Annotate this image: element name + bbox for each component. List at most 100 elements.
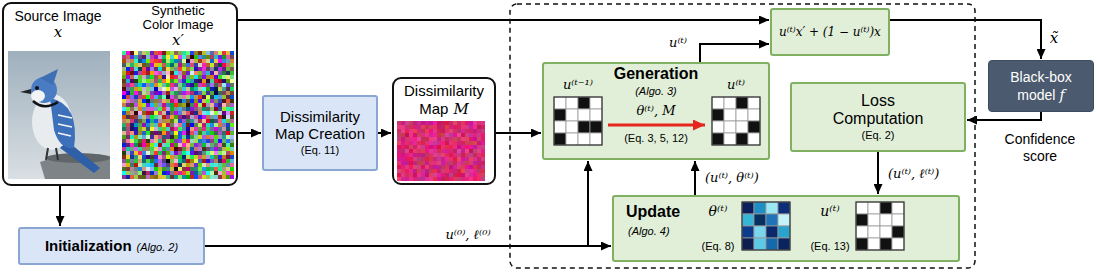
node-label: Dissimilarity Map Creation xyxy=(268,109,372,143)
synthetic-image xyxy=(130,67,134,71)
dissimilarity-image xyxy=(409,153,413,157)
synthetic-image xyxy=(210,87,214,91)
parameter-heatmap xyxy=(754,214,766,226)
synthetic-image xyxy=(142,151,146,155)
synthetic-image xyxy=(178,111,182,115)
dissimilarity-image xyxy=(465,129,469,133)
dissimilarity-image xyxy=(465,165,469,169)
math-symbol: θ⁽ᵗ⁾, M xyxy=(637,104,676,119)
synthetic-image xyxy=(214,151,218,155)
dissimilarity-image xyxy=(401,169,405,173)
synthetic-image xyxy=(134,87,138,91)
dissimilarity-image xyxy=(429,169,433,173)
synthetic-image xyxy=(142,175,146,179)
mask-grid xyxy=(868,226,880,238)
synthetic-image xyxy=(138,71,142,75)
synthetic-image xyxy=(194,147,198,151)
synthetic-image xyxy=(230,79,234,83)
synthetic-image xyxy=(202,167,206,171)
dissimilarity-image xyxy=(425,157,429,161)
synthetic-image xyxy=(186,131,190,135)
dissimilarity-image xyxy=(457,133,461,137)
synthetic-image xyxy=(178,91,182,95)
synthetic-image xyxy=(138,87,142,91)
dissimilarity-image xyxy=(481,177,485,181)
synthetic-image xyxy=(130,91,134,95)
synthetic-image xyxy=(142,67,146,71)
dissimilarity-image xyxy=(401,161,405,165)
mask-grid xyxy=(578,109,590,121)
dissimilarity-image xyxy=(417,153,421,157)
dissimilarity-image xyxy=(457,141,461,145)
synthetic-image xyxy=(146,155,150,159)
synthetic-image xyxy=(182,167,186,171)
synthetic-image xyxy=(150,127,154,131)
synthetic-image xyxy=(154,87,158,91)
synthetic-image xyxy=(190,95,194,99)
synthetic-image xyxy=(134,95,138,99)
synthetic-image xyxy=(162,147,166,151)
synthetic-image xyxy=(198,135,202,139)
dissimilarity-image xyxy=(405,121,409,125)
mask-grid xyxy=(554,97,602,145)
synthetic-image xyxy=(122,119,126,123)
synthetic-image xyxy=(126,119,130,123)
synthetic-image xyxy=(162,143,166,147)
dissimilarity-image xyxy=(445,137,449,141)
synthetic-image xyxy=(138,123,142,127)
mask-grid xyxy=(748,121,760,133)
synthetic-image xyxy=(162,91,166,95)
synthetic-image xyxy=(222,147,226,151)
dissimilarity-image xyxy=(481,153,485,157)
parameter-heatmap xyxy=(766,238,778,250)
dissimilarity-image xyxy=(405,137,409,141)
synthetic-image xyxy=(122,63,126,67)
synthetic-image xyxy=(126,67,130,71)
synthetic-image xyxy=(158,127,162,131)
synthetic-image xyxy=(170,163,174,167)
synthetic-image xyxy=(142,79,146,83)
dissimilarity-image xyxy=(437,141,441,145)
dissimilarity-image xyxy=(453,161,457,165)
synthetic-image xyxy=(226,123,230,127)
dissimilarity-image xyxy=(437,173,441,177)
synthetic-image xyxy=(218,87,222,91)
synthetic-image xyxy=(166,151,170,155)
synthetic-image xyxy=(198,139,202,143)
synthetic-image xyxy=(162,83,166,87)
mask-grid xyxy=(712,121,724,133)
dissimilarity-image xyxy=(437,121,441,125)
synthetic-image xyxy=(210,107,214,111)
dissimilarity-image xyxy=(465,145,469,149)
dissimilarity-image xyxy=(413,173,417,177)
synthetic-image xyxy=(138,103,142,107)
model-box: Black-box modelf xyxy=(988,60,1094,112)
dissimilarity-image xyxy=(465,161,469,165)
synthetic-image xyxy=(166,131,170,135)
synthetic-image xyxy=(206,107,210,111)
synthetic-image xyxy=(146,75,150,79)
dissimilarity-image xyxy=(397,149,401,153)
equation-ref: (Eq. 13) xyxy=(810,239,849,253)
dissimilarity-image xyxy=(481,137,485,141)
synthetic-image xyxy=(158,71,162,75)
synthetic-image xyxy=(182,127,186,131)
mask-grid xyxy=(724,133,736,145)
synthetic-image xyxy=(202,59,206,63)
dissimilarity-image xyxy=(433,177,437,181)
synthetic-image xyxy=(146,99,150,103)
mask-grid xyxy=(578,97,590,109)
synthetic-image xyxy=(154,63,158,67)
dissimilarity-image xyxy=(449,129,453,133)
dissimilarity-image xyxy=(453,177,457,181)
dissimilarity-image xyxy=(417,173,421,177)
synthetic-image xyxy=(178,51,182,55)
synthetic-image xyxy=(222,115,226,119)
synthetic-image xyxy=(226,95,230,99)
flow-arrow xyxy=(496,132,541,134)
dissimilarity-image xyxy=(453,157,457,161)
synthetic-image xyxy=(214,87,218,91)
synthetic-image xyxy=(158,51,162,55)
synthetic-image xyxy=(162,55,166,59)
synthetic-image xyxy=(226,79,230,83)
